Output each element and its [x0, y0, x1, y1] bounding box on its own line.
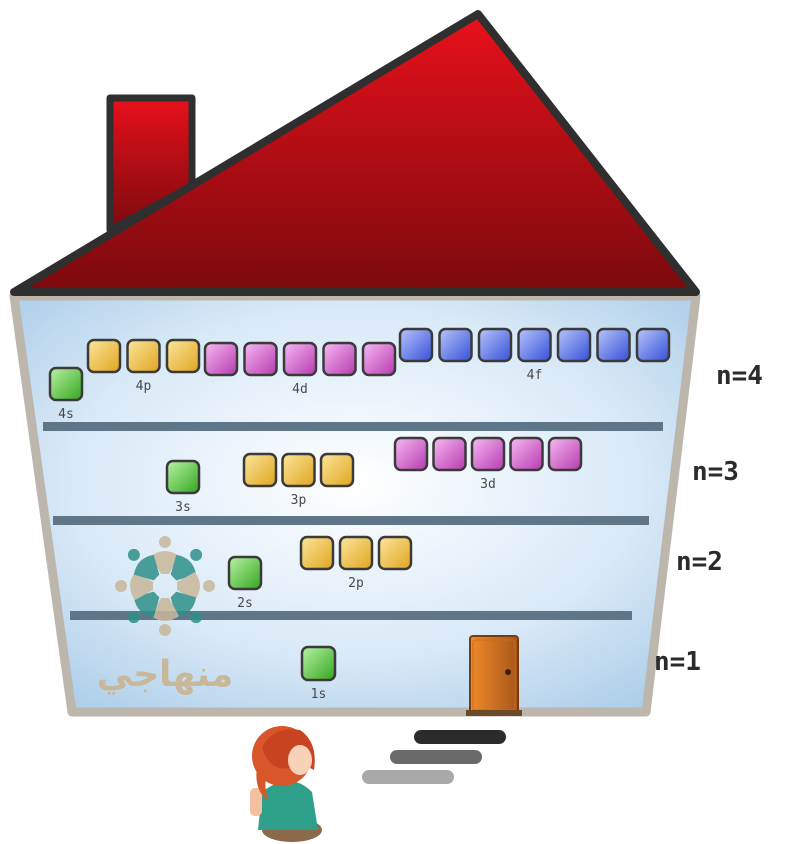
- orbital-box-4p-1: [88, 340, 120, 372]
- subshell-label-4s: 4s: [58, 407, 74, 422]
- orbital-box-3d-5: [549, 438, 581, 470]
- orbital-box-4f-7: [637, 329, 669, 361]
- orbital-box-2p-2: [340, 537, 372, 569]
- subshell-label-3s: 3s: [175, 500, 191, 515]
- orbital-box-4d-2: [245, 343, 277, 375]
- orbital-box-3d-1: [395, 438, 427, 470]
- orbital-box-3d-4: [511, 438, 543, 470]
- orbital-box-3p-1: [244, 454, 276, 486]
- shell-label-4: n=4: [716, 361, 763, 391]
- orbital-box-1s-1: [302, 647, 335, 680]
- shell-label-1: n=1: [654, 647, 701, 677]
- orbital-box-3p-2: [283, 454, 315, 486]
- shell-label-2: n=2: [676, 547, 723, 577]
- orbital-box-4d-4: [324, 343, 356, 375]
- orbital-box-3p-3: [321, 454, 353, 486]
- steps-icon: [362, 730, 506, 784]
- orbital-box-4d-3: [284, 343, 316, 375]
- orbital-box-4f-6: [598, 329, 630, 361]
- child-figure-icon: [250, 726, 322, 842]
- orbital-box-3d-3: [472, 438, 504, 470]
- orbital-box-3d-2: [434, 438, 466, 470]
- orbital-box-4f-4: [519, 329, 551, 361]
- subshell-label-4d: 4d: [292, 382, 308, 397]
- orbital-box-4p-3: [167, 340, 199, 372]
- floor-slab-3: [53, 516, 649, 525]
- logo-text: منهاجي: [97, 654, 234, 695]
- shell-label-3: n=3: [692, 457, 739, 487]
- subshell-label-3p: 3p: [291, 493, 307, 508]
- subshell-label-2s: 2s: [237, 596, 253, 611]
- floor-slab-4: [43, 422, 663, 431]
- orbital-box-4f-2: [440, 329, 472, 361]
- orbital-box-2s-1: [229, 557, 261, 589]
- subshell-label-4f: 4f: [527, 368, 543, 383]
- orbital-box-4f-3: [479, 329, 511, 361]
- orbital-box-2p-3: [379, 537, 411, 569]
- orbital-box-4f-1: [400, 329, 432, 361]
- orbital-box-3s-1: [167, 461, 199, 493]
- orbital-box-2p-1: [301, 537, 333, 569]
- subshell-label-2p: 2p: [348, 576, 364, 591]
- subshell-label-3d: 3d: [480, 477, 496, 492]
- orbital-box-4f-5: [558, 329, 590, 361]
- orbital-box-4p-2: [128, 340, 160, 372]
- orbital-box-4d-5: [363, 343, 395, 375]
- door-icon: [466, 636, 522, 716]
- subshell-label-4p: 4p: [136, 379, 152, 394]
- orbital-box-4s-1: [50, 368, 82, 400]
- orbital-box-4d-1: [205, 343, 237, 375]
- subshell-label-1s: 1s: [311, 687, 327, 702]
